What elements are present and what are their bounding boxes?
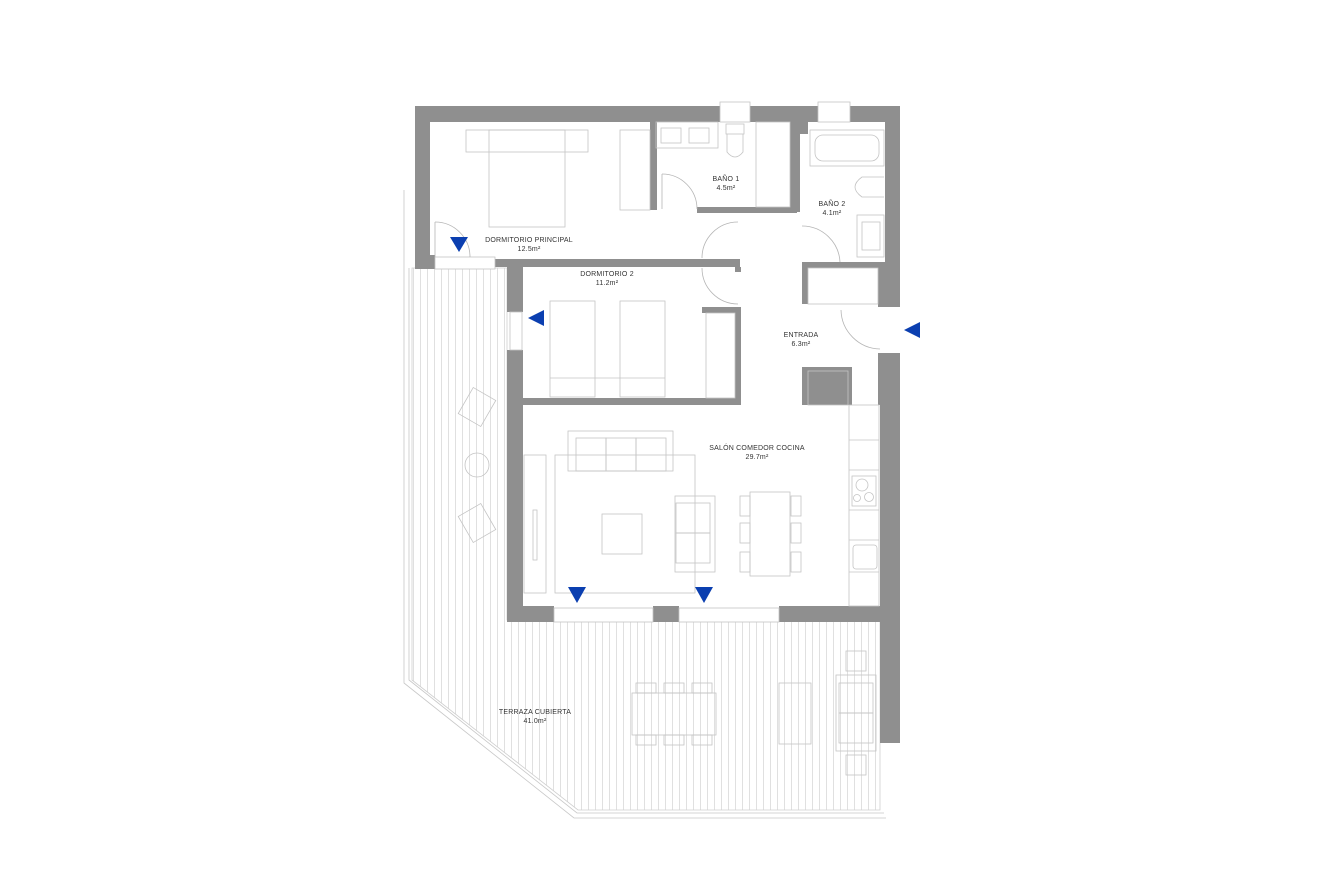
- room-name: TERRAZA CUBIERTA: [498, 709, 572, 716]
- terrace-deck: [403, 190, 886, 819]
- room-area: 29.7m²: [745, 454, 769, 461]
- room-area: 6.3m²: [791, 341, 811, 348]
- room-label-bano-1: BAÑO 1 4.5m²: [713, 175, 740, 193]
- room-name: BAÑO 2: [818, 201, 846, 208]
- room-name: ENTRADA: [783, 332, 819, 339]
- room-label-entrada: ENTRADA 6.3m²: [784, 331, 819, 349]
- room-name: DORMITORIO 2: [580, 271, 634, 278]
- view-marker-salon-1: [568, 587, 586, 603]
- view-marker-dormitorio-principal: [450, 237, 468, 252]
- doors: [434, 173, 881, 350]
- windows: [434, 101, 851, 623]
- view-marker-entrada: [904, 322, 920, 338]
- furniture: [457, 121, 885, 776]
- room-label-bano-2: BAÑO 2 4.1m²: [819, 200, 846, 218]
- room-area: 4.1m²: [822, 210, 842, 217]
- view-marker-dormitorio-2: [528, 310, 544, 326]
- room-area: 12.5m²: [517, 246, 541, 253]
- room-label-dormitorio-2: DORMITORIO 2 11.2m²: [580, 270, 634, 288]
- room-name: DORMITORIO PRINCIPAL: [485, 237, 573, 244]
- room-name: SALÓN COMEDOR COCINA: [709, 445, 805, 452]
- view-marker-salon-2: [695, 587, 713, 603]
- room-label-terraza-cubierta: TERRAZA CUBIERTA 41.0m²: [499, 708, 571, 726]
- room-name: BAÑO 1: [712, 176, 740, 183]
- room-area: 41.0m²: [523, 718, 547, 725]
- walls: [415, 106, 900, 743]
- view-markers: [450, 237, 920, 603]
- room-area: 11.2m²: [595, 280, 619, 287]
- room-label-salon-comedor-cocina: SALÓN COMEDOR COCINA 29.7m²: [709, 444, 804, 462]
- room-area: 4.5m²: [716, 185, 736, 192]
- room-label-dormitorio-principal: DORMITORIO PRINCIPAL 12.5m²: [485, 236, 573, 254]
